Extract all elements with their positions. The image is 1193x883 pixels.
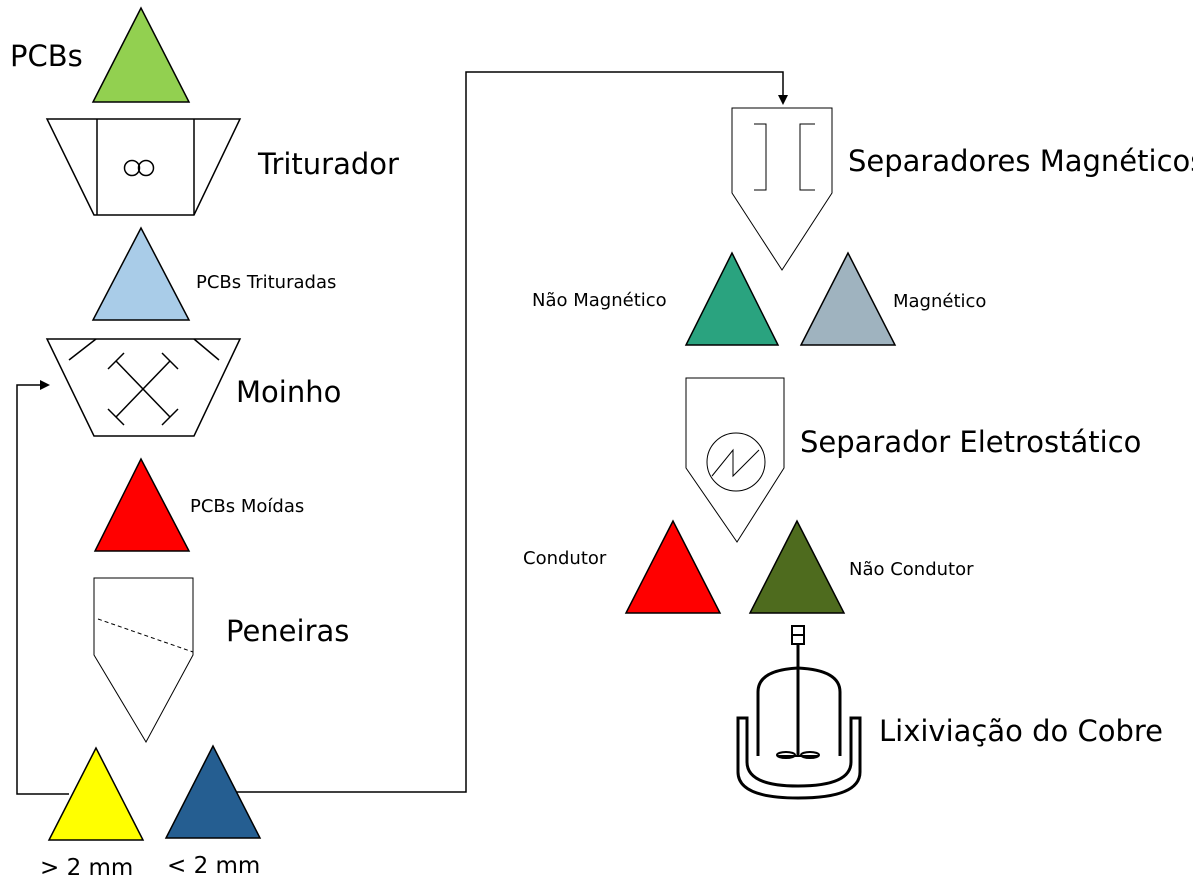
magnetico-triangle bbox=[799, 251, 897, 346]
label-separador-eletrostatico: Separador Eletrostático bbox=[800, 425, 1142, 459]
label-gt-2mm: > 2 mm bbox=[40, 855, 134, 881]
label-nao-magnetico: Não Magnético bbox=[532, 290, 667, 311]
gt-2mm-triangle bbox=[47, 746, 145, 841]
pcbs-trituradas-triangle bbox=[91, 226, 191, 321]
label-condutor: Condutor bbox=[523, 548, 607, 569]
recycle-arrow bbox=[16, 380, 69, 795]
label-lt-2mm: < 2 mm bbox=[167, 853, 261, 879]
separador-eletrostatico-shape bbox=[685, 377, 785, 543]
lt-2mm-triangle bbox=[164, 744, 262, 839]
label-pcbs-moidas: PCBs Moídas bbox=[190, 496, 305, 517]
label-nao-condutor: Não Condutor bbox=[849, 559, 974, 580]
label-lixiviacao: Lixiviação do Cobre bbox=[879, 714, 1163, 748]
nao-condutor-triangle bbox=[748, 519, 846, 614]
pcbs-triangle bbox=[91, 6, 191, 103]
label-magnetico: Magnético bbox=[893, 291, 987, 312]
separadores-magneticos-shape bbox=[731, 107, 833, 271]
peneiras-shape bbox=[93, 577, 194, 744]
label-peneiras: Peneiras bbox=[226, 614, 350, 648]
label-separadores-magneticos: Separadores Magnéticos bbox=[848, 144, 1193, 178]
triturador-shape bbox=[45, 118, 242, 216]
label-pcbs: PCBs bbox=[10, 39, 83, 73]
label-pcbs-trituradas: PCBs Trituradas bbox=[196, 272, 337, 293]
reactor-shape bbox=[736, 625, 862, 800]
nao-magnetico-triangle bbox=[684, 251, 780, 346]
label-moinho: Moinho bbox=[236, 375, 342, 409]
moinho-shape bbox=[45, 338, 242, 437]
pcbs-moidas-triangle bbox=[93, 457, 191, 552]
condutor-triangle bbox=[624, 519, 722, 614]
label-triturador: Triturador bbox=[258, 147, 399, 181]
fine-fraction-arrow bbox=[237, 71, 788, 793]
